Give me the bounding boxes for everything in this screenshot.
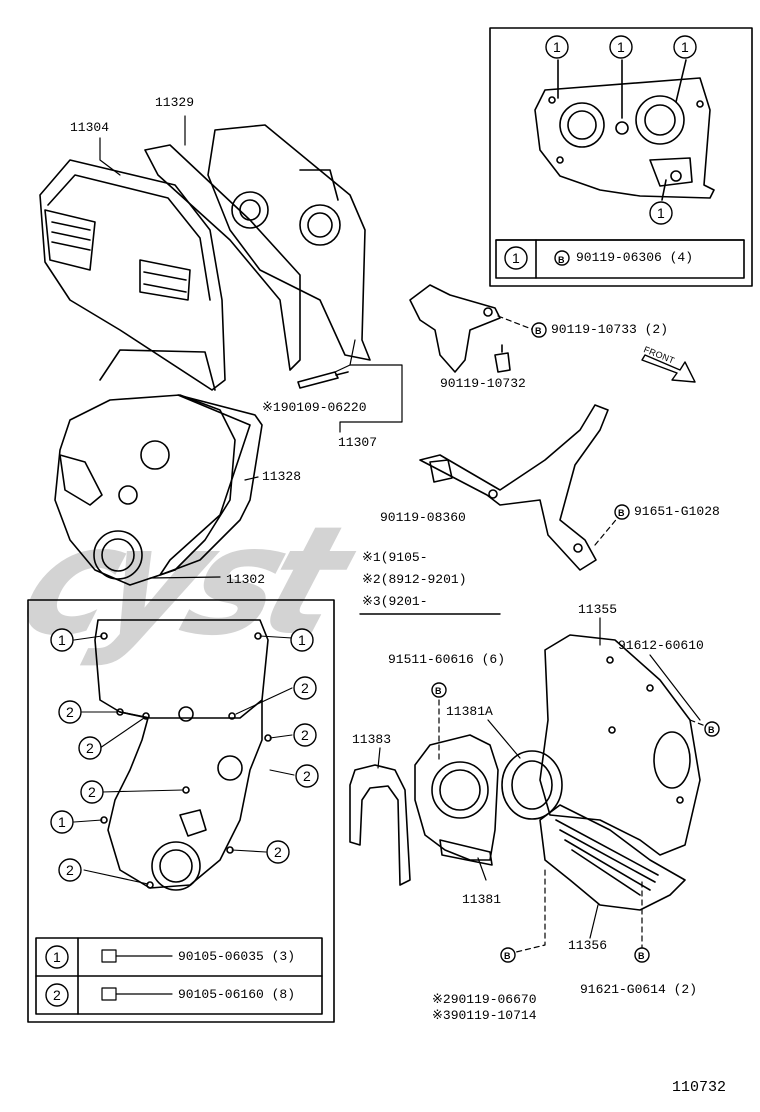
marker-1b: 1	[617, 39, 626, 55]
marker-1d: 1	[657, 205, 666, 221]
left-marker-3: 2	[301, 680, 310, 696]
left-marker-5: 2	[301, 727, 310, 743]
bolt-badge-5: B	[638, 951, 645, 961]
left-marker-1: 1	[298, 632, 307, 648]
bolt-badge-2: B	[435, 686, 442, 696]
inset-left-markers	[45, 628, 319, 1007]
part-label-90119-10714: ※390119-10714	[432, 1008, 537, 1023]
part-label-91651: 91651-G1028	[634, 504, 720, 519]
part-label-90119-10733: 90119-10733 (2)	[551, 322, 669, 337]
leaders-lower-dashed	[438, 699, 709, 955]
inset-top-markers	[504, 35, 697, 270]
part-label-11304: 11304	[70, 120, 110, 135]
marker-1c: 1	[681, 39, 690, 55]
left-marker-10: 2	[66, 862, 75, 878]
bolt-mark-icon: B	[558, 255, 565, 265]
inset-left-leaders	[73, 635, 295, 885]
left-table-part-2: 90105-06160 (8)	[178, 987, 296, 1002]
part-label-190109: ※190109-06220	[262, 400, 367, 415]
left-table-key-2: 2	[53, 987, 62, 1003]
inset-top-frame	[489, 27, 753, 287]
leaders-brackets	[497, 315, 621, 546]
part-label-11383: 11383	[352, 732, 392, 747]
retainer-11381	[414, 734, 499, 866]
left-table-key-1: 1	[53, 949, 62, 965]
inset-top-part: 90119-06306 (4)	[576, 250, 694, 265]
plate-11356	[539, 804, 686, 911]
part-label-11355: 11355	[578, 602, 618, 617]
left-marker-9: 2	[274, 844, 283, 860]
part-label-90119-08360: 90119-08360	[380, 510, 466, 525]
note-1: ※1(9105-	[362, 550, 428, 565]
bolt-badge-3: B	[708, 725, 715, 735]
note-3: ※3(9201-	[362, 594, 428, 609]
bolt-badge-0: B	[535, 326, 542, 336]
part-label-11381A: 11381A	[446, 704, 493, 719]
pin-190109	[297, 371, 349, 389]
left-table-part-1: 90105-06035 (3)	[178, 949, 296, 964]
bolt-badge-1: B	[618, 508, 625, 518]
part-label-11302: 11302	[226, 572, 266, 587]
block-face-drawing	[534, 59, 715, 201]
part-label-11329: 11329	[155, 95, 195, 110]
bolt-icons	[101, 949, 173, 1001]
inset-left-frame	[27, 599, 335, 1023]
gasket-11328	[159, 394, 263, 576]
front-arrow	[641, 354, 696, 383]
inset-top-key: 1	[512, 250, 521, 266]
part-label-11381: 11381	[462, 892, 502, 907]
leaders-upper	[99, 115, 403, 579]
part-label-11307: 11307	[338, 435, 378, 450]
diagram-id: 110732	[672, 1079, 727, 1096]
left-marker-4: 2	[86, 740, 95, 756]
left-marker-0: 1	[58, 632, 67, 648]
left-marker-7: 2	[88, 784, 97, 800]
part-label-91621: 91621-G0614 (2)	[580, 982, 698, 997]
part-label-91511: 91511-60616 (6)	[388, 652, 506, 667]
plate-11355	[539, 634, 701, 856]
note-2: ※2(8912-9201)	[362, 572, 467, 587]
left-marker-2: 2	[66, 704, 75, 720]
marker-1a: 1	[553, 39, 562, 55]
gasket-11329	[144, 144, 301, 371]
left-marker-8: 1	[58, 814, 67, 830]
part-label-11356: 11356	[568, 938, 608, 953]
part-label-90119-06670: ※290119-06670	[432, 992, 537, 1007]
part-label-11328: 11328	[262, 469, 302, 484]
part-label-91612: 91612-60610	[618, 638, 704, 653]
left-marker-6: 2	[303, 768, 312, 784]
seal-11381A	[501, 750, 563, 820]
part-label-90119-10732: 90119-10732	[440, 376, 526, 391]
bracket-91651	[419, 404, 609, 571]
bolt-badge-4: B	[504, 951, 511, 961]
bolt-badges	[431, 322, 720, 963]
leaders-lower-right	[377, 617, 701, 939]
timing-plate-11307	[207, 124, 371, 361]
bracket-90119-10732	[409, 284, 511, 373]
timing-cover-upper	[39, 159, 226, 391]
